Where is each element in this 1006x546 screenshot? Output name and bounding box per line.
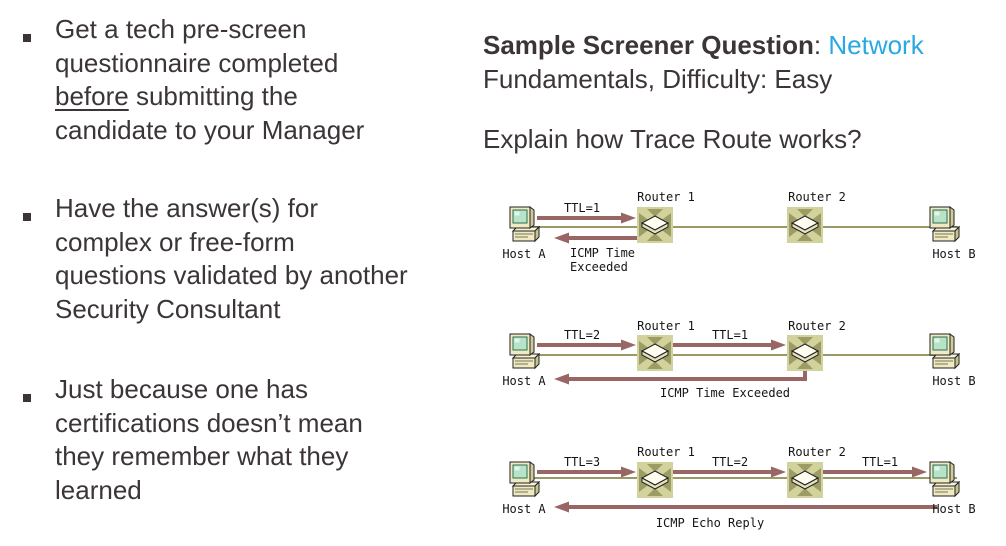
- sample-question-heading: Sample Screener Question: Network Fundam…: [483, 29, 993, 96]
- router1-icon: [637, 462, 673, 498]
- heading-bold: Sample Screener Question: [483, 30, 814, 60]
- traceroute-step2-diagram: Router 1 Router 2 TTL=2 TTL=1 Host A Hos…: [502, 319, 975, 400]
- router2-label: Router 2: [788, 190, 846, 204]
- bullet-square-icon: [23, 213, 31, 221]
- host-a-label: Host A: [502, 247, 546, 261]
- bullet-text: Have the answer(s) for complex or free-f…: [55, 192, 450, 326]
- arrowhead-left-icon: [554, 373, 569, 385]
- arrowhead-right-icon: [621, 339, 636, 351]
- router1-label: Router 1: [637, 445, 695, 459]
- bullet-square-icon: [23, 394, 31, 402]
- heading-line2: Fundamentals, Difficulty: Easy: [483, 63, 833, 94]
- arrowhead-left-icon: [554, 501, 569, 513]
- router2-icon: [787, 207, 823, 243]
- line: they remember what they: [55, 441, 349, 471]
- line: complex or free-form: [55, 226, 295, 257]
- underlined-word: before: [55, 81, 129, 111]
- arrowhead-right-icon: [621, 466, 636, 478]
- arrowhead-right-icon: [771, 466, 786, 478]
- router1-label: Router 1: [637, 190, 695, 204]
- router2-icon: [787, 462, 823, 498]
- icmp-label: ICMP Echo Reply: [656, 516, 764, 530]
- traceroute-step3-diagram: Router 1 Router 2 TTL=3 TTL=2 TTL=1 Host…: [502, 445, 975, 530]
- heading-separator: :: [813, 30, 829, 60]
- line-rest: submitting the: [128, 81, 298, 111]
- router2-label: Router 2: [788, 445, 846, 459]
- host-b-label: Host B: [932, 374, 975, 388]
- ttl-label: TTL=1: [712, 328, 748, 342]
- host-b-icon: [929, 206, 960, 242]
- router1-icon: [637, 207, 673, 243]
- ttl-label: TTL=3: [564, 455, 600, 469]
- router1-icon: [637, 335, 673, 371]
- line: candidate to your Manager: [55, 114, 365, 145]
- bullet-item-certifications: Just because one has certifications does…: [23, 373, 450, 507]
- arrowhead-right-icon: [771, 339, 786, 351]
- line: questions validated by another: [55, 260, 408, 290]
- ttl-label: TTL=2: [712, 455, 748, 469]
- question-text: Explain how Trace Route works?: [483, 124, 862, 154]
- ttl-label: TTL=2: [564, 328, 600, 342]
- arrowhead-left-icon: [554, 232, 569, 244]
- arrowhead-right-icon: [621, 212, 636, 224]
- line: questionnaire completed: [55, 47, 339, 78]
- line: certifications doesn’t mean: [55, 407, 363, 438]
- host-b-icon: [929, 333, 960, 369]
- traceroute-step1-diagram: Router 1 Router 2 TTL=1 Host A Host B IC…: [502, 190, 975, 274]
- host-b-label: Host B: [932, 247, 975, 261]
- line: learned: [55, 474, 142, 505]
- icmp-label-line1: ICMP Time: [570, 246, 635, 260]
- router1-label: Router 1: [637, 319, 695, 333]
- icmp-label: ICMP Time Exceeded: [660, 386, 790, 400]
- bullet-text: Get a tech pre-screen questionnaire comp…: [55, 13, 450, 147]
- line: Have the answer(s) for: [55, 193, 318, 223]
- host-a-icon: [509, 206, 540, 242]
- bullet-item-prescreen: Get a tech pre-screen questionnaire comp…: [23, 13, 450, 147]
- line: Security Consultant: [55, 293, 281, 324]
- router2-icon: [787, 335, 823, 371]
- heading-topic: Network: [828, 30, 924, 60]
- arrowhead-right-icon: [912, 466, 927, 478]
- icmp-label-line2: Exceeded: [570, 260, 628, 274]
- line: before submitting the: [55, 80, 450, 114]
- router2-label: Router 2: [788, 319, 846, 333]
- bullet-item-validation: Have the answer(s) for complex or free-f…: [23, 192, 450, 326]
- host-b-label: Host B: [932, 502, 975, 516]
- bullet-square-icon: [23, 34, 31, 42]
- line: Get a tech pre-screen: [55, 14, 307, 44]
- ttl-label: TTL=1: [862, 455, 898, 469]
- bullet-text: Just because one has certifications does…: [55, 373, 450, 507]
- ttl-label: TTL=1: [564, 201, 600, 215]
- host-a-label: Host A: [502, 374, 546, 388]
- host-a-label: Host A: [502, 502, 546, 516]
- line: Just because one has: [55, 374, 308, 404]
- host-a-icon: [509, 333, 540, 369]
